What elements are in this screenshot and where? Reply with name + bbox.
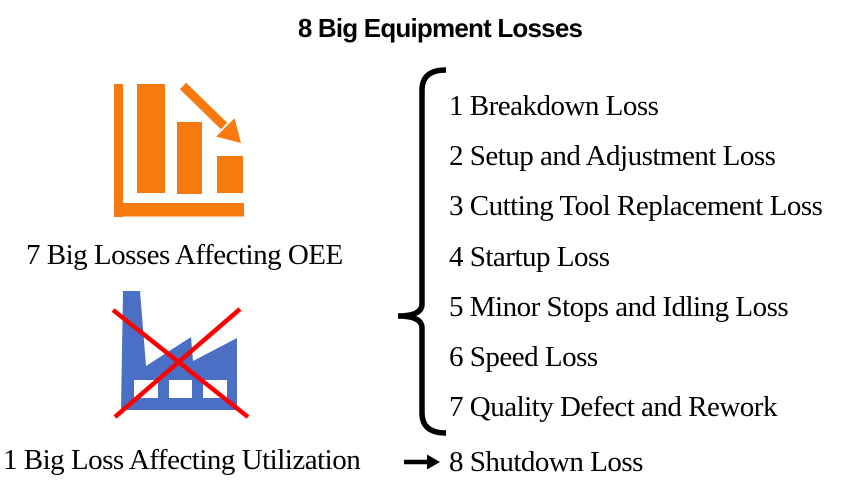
red-cross-line (111, 308, 250, 419)
declining-bar-chart-icon (114, 82, 244, 217)
losses-list: 1 Breakdown Loss 2 Setup and Adjustment … (449, 81, 823, 433)
chart-bar-medium (177, 122, 202, 194)
loss-item: 2 Setup and Adjustment Loss (449, 139, 776, 172)
shutdown-loss-label: 8 Shutdown Loss (449, 446, 643, 478)
loss-item: 7 Quality Defect and Rework (449, 391, 777, 424)
loss-item: 5 Minor Stops and Idling Loss (449, 290, 789, 323)
down-trend-arrow-shaft (179, 82, 228, 130)
chart-bar-tall (137, 84, 165, 193)
factory-crossed-out-icon (111, 291, 250, 419)
loss-item: 6 Speed Loss (449, 341, 598, 374)
down-trend-arrow-head (216, 118, 241, 143)
loss-item: 3 Cutting Tool Replacement Loss (449, 190, 823, 223)
right-arrow-head (427, 454, 440, 470)
factory-window (169, 380, 192, 398)
chart-bar-short (217, 156, 243, 193)
chart-y-axis (114, 84, 123, 217)
utilization-label: 1 Big Loss Affecting Utilization (3, 444, 361, 476)
curly-brace (397, 67, 447, 436)
chart-x-axis (114, 203, 244, 217)
oee-label: 7 Big Losses Affecting OEE (26, 239, 343, 271)
right-arrow-icon (404, 454, 440, 470)
red-cross-line (113, 307, 242, 419)
loss-item: 1 Breakdown Loss (449, 89, 659, 122)
loss-item: 4 Startup Loss (449, 240, 610, 273)
page-title: 8 Big Equipment Losses (297, 13, 583, 43)
curly-brace-path (397, 67, 447, 436)
